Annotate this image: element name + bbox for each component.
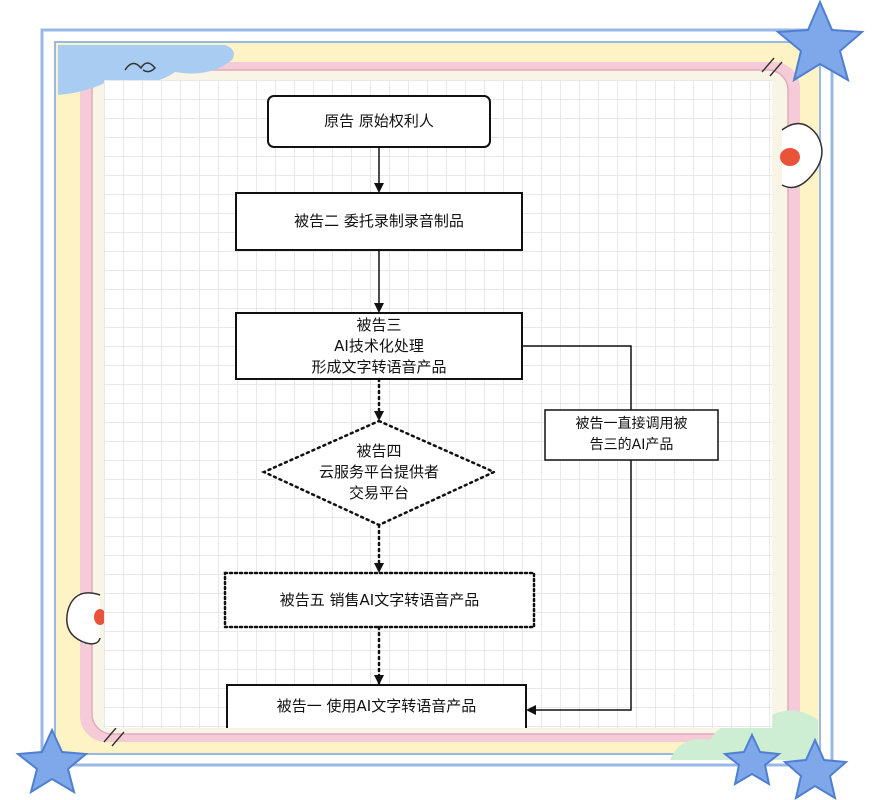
node-defendant2-label: 被告二 委托录制录音制品: [294, 212, 464, 230]
cute-face-left-decoration: [66, 592, 106, 645]
outer-frame-border: [40, 28, 834, 767]
node-defendant2-box: [235, 192, 523, 251]
green-cloud-decoration: [670, 710, 818, 760]
star-icon: [15, 727, 89, 795]
cute-face-right-decoration: [780, 122, 823, 189]
edge-defendant3-label: [522, 345, 632, 410]
node-defendant3-label: 被告三 AI技术化处理 形成文字转语音产品: [311, 315, 447, 376]
star-icon: [775, 0, 865, 83]
edge-label-text: 被告一直接调用被 告三的AI产品: [575, 416, 688, 453]
star-icon: [722, 732, 782, 787]
grid-canvas: 原告 原始权利人 被告二 委托录制录音制品 被告三 AI技术化处理 形成文字转语…: [104, 80, 772, 728]
node-defendant5-label: 被告五 销售AI文字转语音产品: [279, 590, 480, 609]
blue-cloud-decoration: [58, 45, 234, 95]
node-defendant4-label: 被告四 云服务平台提供者 交易平台: [318, 441, 439, 502]
node-defendant1-label: 被告一 使用AI文字转语音产品: [276, 696, 477, 715]
flowchart-connectors: [223, 95, 719, 728]
node-defendant1-box: [226, 684, 527, 728]
squiggle-decoration: [124, 62, 157, 73]
node-plaintiff-label: 原告 原始权利人: [324, 112, 434, 130]
edge-label-defendant1: [526, 460, 632, 715]
tick-decoration-tr: [761, 57, 783, 77]
tick-decoration-bl: [103, 727, 125, 747]
star-icon: [782, 737, 849, 800]
